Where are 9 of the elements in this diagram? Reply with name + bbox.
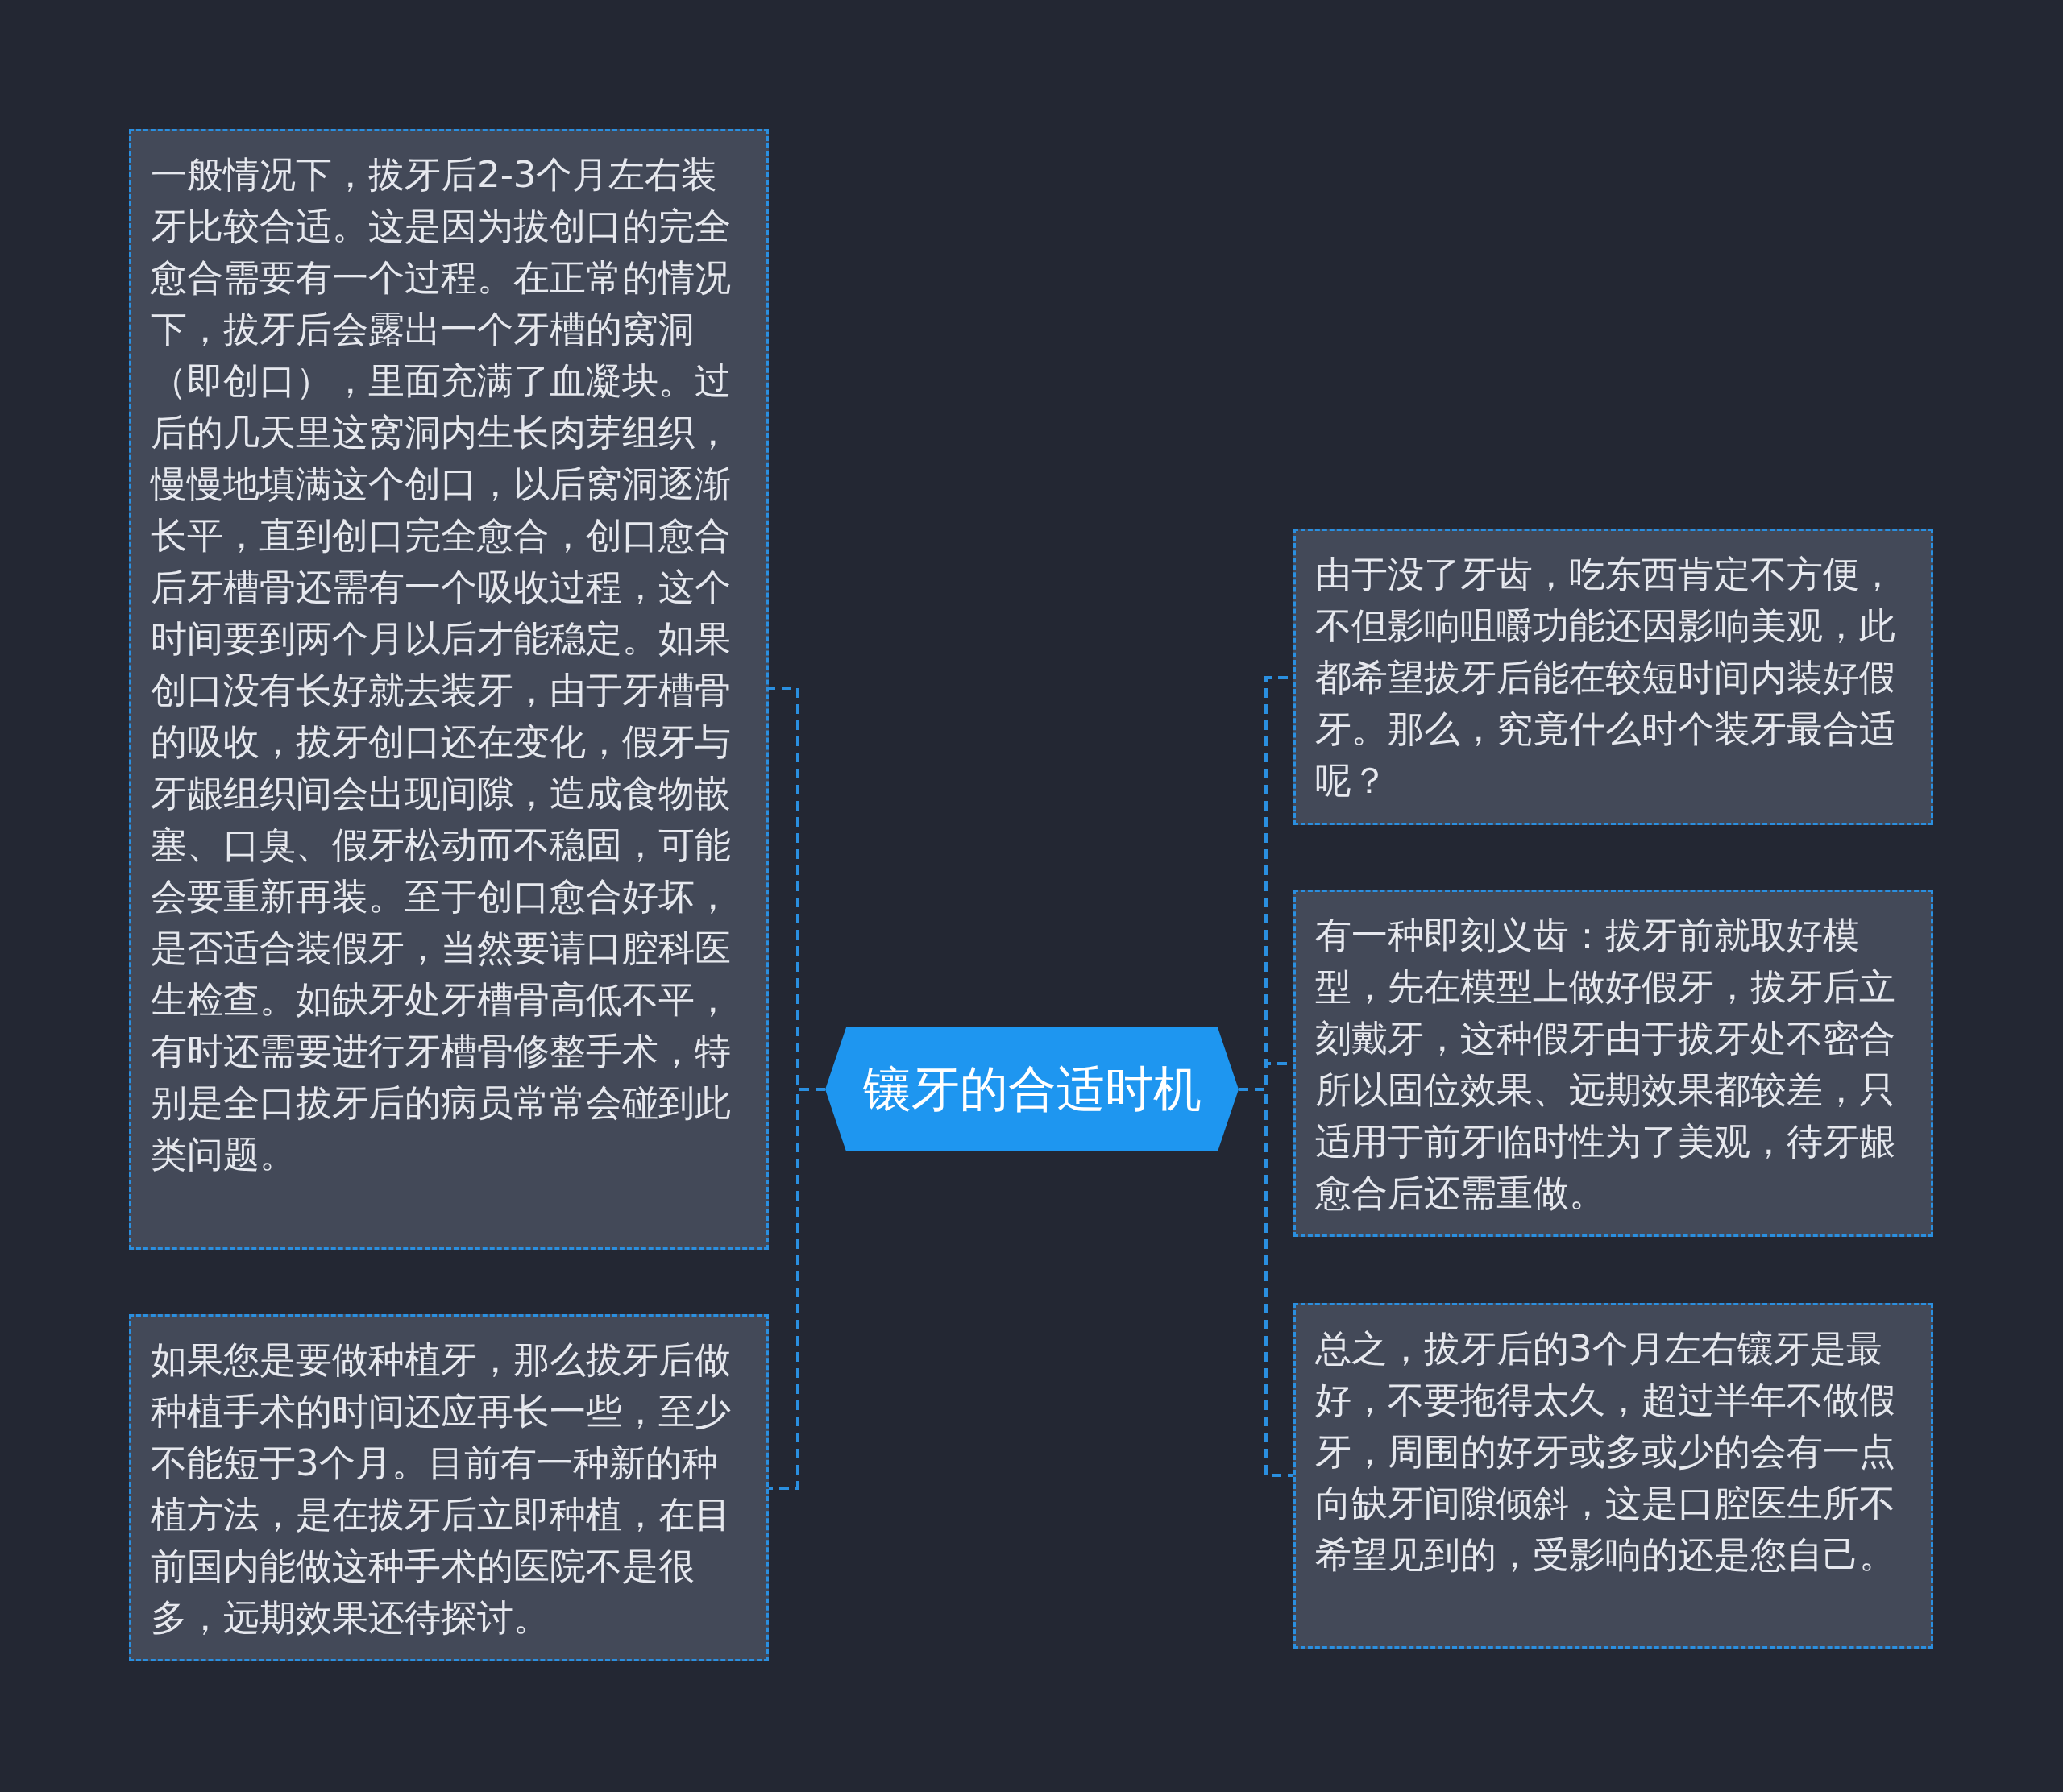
connector-line <box>1239 1088 1293 1477</box>
text-box: 一般情况下，拔牙后2-3个月左右装牙比较合适。这是因为拔创口的完全愈合需要有一个过程。在正常的情况下，拔牙后会露出一个牙槽的窝洞（即创口），里面充满了血凝块。过后的几天里这窝洞内生长肉芽组织，慢慢地填满这个创口，以后窝洞逐渐长平，直到创口完全愈合，创口愈合后牙槽骨还需有一个吸收过程，这个时间要到两个月以后才能稳定。如果创口没有长好就去装牙，由于牙槽骨的吸收，拔牙创口还在变化，假牙与牙龈组织间会出现间隙，造成食物嵌塞、口臭、假牙松动而不稳固，可能会要重新再装。至于创口愈合好坏，是否适合装假牙，当然要请口腔科医生检查。如缺牙处牙槽骨高低不平，有时还需要进行牙槽骨修整手术，特别是全口拔牙后的病员常常会碰到此类问题。 <box>129 129 769 1250</box>
title-text: 镶牙的合适时机 <box>862 1059 1202 1118</box>
text-box: 由于没了牙齿，吃东西肯定不方便，不但影响咀嚼功能还因影响美观，此都希望拔牙后能在较短时间内装好假牙。那么，究竟什么时个装牙最合适呢？ <box>1293 529 1933 825</box>
text-box: 有一种即刻义齿：拔牙前就取好模型，先在模型上做好假牙，拔牙后立刻戴牙，这种假牙由于拔牙处不密合所以固位效果、远期效果都较差，只适用于前牙临时性为了美观，待牙龈愈合后还需重做。 <box>1293 890 1933 1237</box>
hexagon-node <box>825 1027 1239 1151</box>
text-box: 总之，拔牙后的3个月左右镶牙是最好，不要拖得太久，超过半年不做假牙，周围的好牙或多或少的会有一点向缺牙间隙倾斜，这是口腔医生所不希望见到的，受影响的还是您自己。 <box>1293 1303 1933 1649</box>
text-box: 如果您是要做种植牙，那么拔牙后做种植手术的时间还应再长一些，至少不能短于3个月。目前有一种新的种植方法，是在拔牙后立即种植，在目前国内能做这种手术的医院不是很多，远期效果还待探讨。 <box>129 1314 769 1661</box>
connector-line <box>769 1088 825 1490</box>
